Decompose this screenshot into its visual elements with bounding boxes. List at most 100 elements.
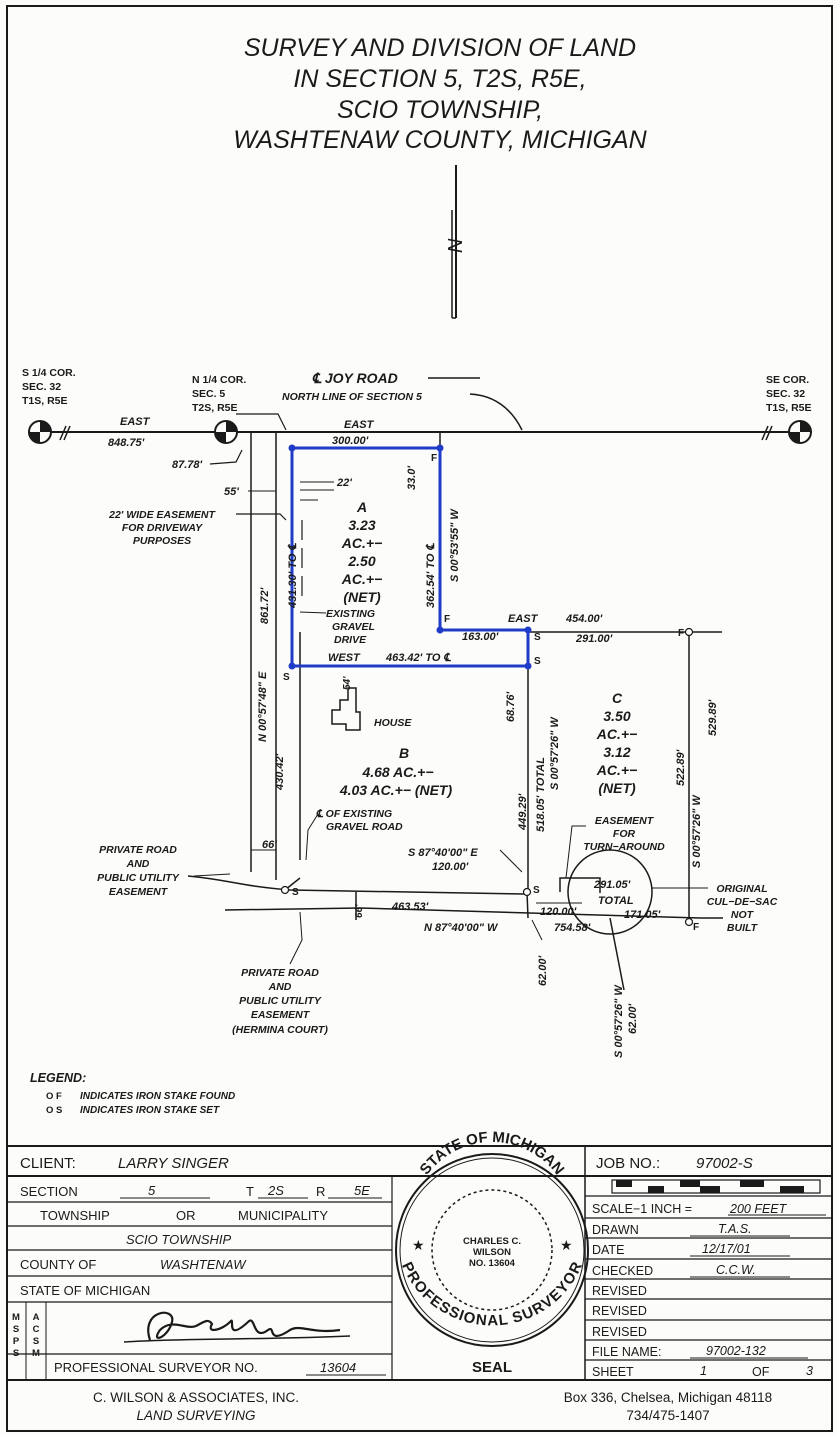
t-value: 2S [267,1183,284,1198]
sheet-total: 3 [806,1364,813,1378]
svg-text:AC.+−: AC.+− [341,571,382,587]
company-address: Box 336, Chelsea, Michigan 48118 [564,1390,772,1405]
dim-449: 449.29' [517,793,529,831]
gravel-drive-label: EXISTING GRAVEL DRIVE [326,608,375,646]
dim-62-a: 62.00' [537,955,549,986]
svg-text:SEC. 32: SEC. 32 [766,388,805,400]
dim-861: 861.72' [259,587,271,624]
file-value: 97002-132 [706,1344,766,1358]
svg-text:PRIVATE ROAD: PRIVATE ROAD [99,844,177,856]
msps-letters: M S P S [12,1312,20,1359]
svg-text:F: F [444,614,450,625]
surveyor-no: 13604 [320,1360,356,1375]
svg-text:DRIVE: DRIVE [334,634,367,646]
revised-1: REVISED [592,1284,647,1298]
svg-text:WILSON: WILSON [473,1247,511,1258]
dim-33: 33.0' [406,466,418,490]
dim-463-42: 463.42' TO ℄ [385,652,451,664]
legend-set-text: INDICATES IRON STAKE SET [80,1105,220,1116]
svg-text:SE COR.: SE COR. [766,374,809,386]
svg-text:S: S [33,1336,39,1347]
svg-text:AND: AND [268,981,292,993]
dim-463-53: 463.53' [391,901,429,913]
svg-text:F: F [431,453,437,464]
dim-848: 848.75' [108,437,145,449]
svg-text:GRAVEL ROAD: GRAVEL ROAD [326,821,403,833]
svg-text:S: S [292,887,299,898]
svg-text:CHARLES C.: CHARLES C. [463,1236,521,1247]
svg-text:A: A [356,499,367,515]
svg-text:EXISTING: EXISTING [326,608,375,620]
scale-value: 200 FEET [729,1202,788,1216]
svg-text:EASEMENT: EASEMENT [109,886,169,898]
svg-text:N 1/4 COR.: N 1/4 COR. [192,374,246,386]
dim-s00-57-c: S 00°57'26" W [613,984,625,1058]
svg-text:AC.+−: AC.+− [596,726,637,742]
title-line-4: WASHTENAW COUNTY, MICHIGAN [233,126,647,154]
dim-east-848: EAST [120,416,151,428]
legend-found-symbol: O F [46,1091,62,1102]
legend: LEGEND: O F INDICATES IRON STAKE FOUND O… [30,1071,235,1116]
svg-text:S: S [533,885,540,896]
private-road-label-1: PRIVATE ROAD AND PUBLIC UTILITY EASEMENT [97,844,180,898]
svg-text:T1S, R5E: T1S, R5E [22,395,68,407]
r-value: 5E [354,1183,370,1198]
corner-label-n: N 1/4 COR. SEC. 5 T2S, R5E [192,374,246,414]
client-name: LARRY SINGER [118,1155,229,1172]
svg-text:AC.+−: AC.+− [341,535,382,551]
job-value: 97002-S [696,1155,753,1172]
of-label: OF [752,1365,770,1379]
title-line-2: IN SECTION 5, T2S, R5E, [293,65,586,93]
svg-text:2.50: 2.50 [347,553,375,569]
surveyor-seal: STATE OF MICHIGAN PROFESSIONAL SURVEYOR … [395,1129,589,1376]
svg-text:B: B [399,745,409,761]
joy-road-label: ℄ JOY ROAD [312,370,398,386]
seal-star-right-icon: ★ [560,1237,573,1253]
svg-text:NOT: NOT [731,909,755,921]
svg-text:M: M [12,1312,20,1323]
dim-431: 431.30' TO ℄ [287,543,299,609]
state-label: STATE OF MICHIGAN [20,1283,150,1298]
dim-529: 529.89' [707,699,719,736]
svg-text:T1S, R5E: T1S, R5E [766,402,812,414]
svg-text:3.23: 3.23 [348,517,375,533]
title-block-grid [7,1145,832,1381]
section-label: SECTION [20,1184,78,1199]
svg-text:CUL−DE−SAC: CUL−DE−SAC [707,896,778,908]
dim-west: WEST [328,652,361,664]
svg-text:22' WIDE EASEMENT: 22' WIDE EASEMENT [108,509,216,521]
culdesac-label: ORIGINAL CUL−DE−SAC NOT BUILT [707,883,778,934]
house-label: HOUSE [374,717,412,729]
turnaround-label: EASEMENT FOR TURN−AROUND [583,815,665,853]
dim-171: 171.05' [624,909,661,921]
sheet-value: 1 [700,1364,707,1378]
svg-text:S 1/4 COR.: S 1/4 COR. [22,367,76,379]
dim-n87-w: N 87°40'00" W [424,922,499,934]
svg-text:(NET): (NET) [343,589,381,605]
svg-text:FOR DRIVEWAY: FOR DRIVEWAY [122,522,203,534]
svg-text:SEC. 32: SEC. 32 [22,381,61,393]
dim-62-b: 62.00' [627,1003,639,1034]
corner-monument-sw-icon [28,420,52,444]
svg-text:F: F [678,628,684,639]
svg-text:4.03 AC.+− (NET): 4.03 AC.+− (NET) [339,782,453,798]
surveyor-label: PROFESSIONAL SURVEYOR NO. [54,1360,258,1375]
dim-54: 54' [342,676,353,690]
svg-text:BUILT: BUILT [727,922,759,934]
svg-text:EASEMENT: EASEMENT [595,815,655,827]
sheet-label: SHEET [592,1365,634,1379]
svg-text:FOR: FOR [613,828,636,840]
dim-454: 454.00' [565,613,603,625]
dim-22: 22' [336,477,352,489]
dim-430: 430.42' [274,753,286,791]
parcel-b-label: B 4.68 AC.+− 4.03 AC.+− (NET) [339,745,453,798]
svg-text:PURPOSES: PURPOSES [133,535,191,547]
svg-text:T2S, R5E: T2S, R5E [192,402,238,414]
dim-291-05: 291.05' [593,879,631,891]
dim-total: TOTAL [598,895,634,907]
surveyor-signature [147,1311,341,1341]
parcel-c-label: C 3.50 AC.+− 3.12 AC.+− (NET) [596,690,637,796]
municipality-label: MUNICIPALITY [238,1208,328,1223]
dim-s00-57-b: S 00°57'26" W [691,794,703,868]
